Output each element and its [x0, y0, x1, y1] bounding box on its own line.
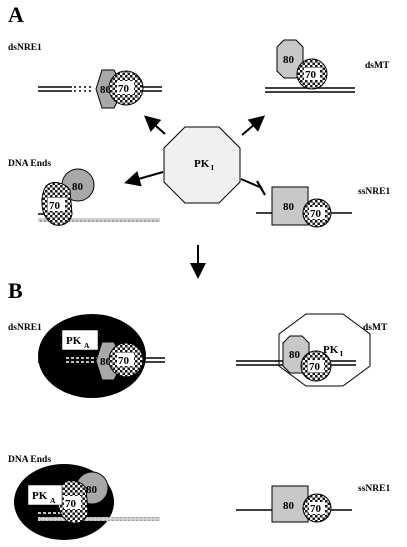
a-dsmt-label: dsMT	[365, 61, 390, 71]
a-dna-ends-label: DNA Ends	[8, 159, 51, 169]
b-dsnre1-ku80-label: 80	[100, 356, 112, 368]
a-dsnre1-ku80-label: 80	[100, 84, 112, 96]
b-dsnre1-pk-label-box	[61, 329, 99, 351]
b-dna-ends-group: DNA Ends 80 70 PK A	[8, 455, 160, 540]
panel-b-label: B	[8, 278, 23, 303]
b-dsnre1-ku70-label: 70	[118, 355, 130, 367]
a-ssnre1-group: ssNRE1 80 70	[256, 186, 390, 228]
a-dsnre1-dna	[38, 86, 162, 92]
a-pk-subscript: I	[211, 163, 214, 172]
b-dsmt-pk-subscript: I	[340, 349, 343, 358]
a-dsnre1-group: dsNRE1 80 70	[8, 43, 162, 109]
a-dna-ends-ku80-label: 80	[72, 181, 84, 193]
panel-a-label: A	[8, 2, 24, 27]
a-dsmt-ku70-label: 70	[305, 69, 317, 81]
a-dsnre1-label: dsNRE1	[8, 43, 42, 53]
a-pk-label: PK	[194, 158, 210, 170]
a-dsnre1-ku70-label: 70	[118, 83, 130, 95]
b-dna-ends-pk-label: PK	[32, 490, 48, 502]
b-dsmt-pk-label: PK	[323, 344, 339, 356]
b-dsmt-label: dsMT	[363, 323, 388, 333]
b-dna-ends-ku80-label: 80	[86, 484, 98, 496]
b-dsnre1-pk-subscript: A	[84, 341, 90, 350]
arrow-to-dna-ends	[124, 171, 164, 187]
a-ssnre1-ku80-label: 80	[283, 201, 295, 213]
b-dna-ends-pk-label-box	[27, 484, 63, 506]
a-dsmt-ku80-label: 80	[283, 54, 295, 66]
b-ssnre1-ku80	[271, 485, 309, 523]
b-dsnre1-group: dsNRE1 PK A 80 70	[8, 314, 165, 398]
a-dna-ends-group: DNA Ends 80 70	[8, 159, 160, 226]
b-dna-ends-pk-subscript: A	[50, 496, 56, 505]
b-dsmt-ku80-label: 80	[289, 349, 301, 361]
a-dsmt-group: dsMT 80 70	[265, 39, 390, 93]
b-ssnre1-ku80-label: 80	[283, 500, 295, 512]
b-dna-ends-ku70-label: 70	[65, 498, 77, 510]
a-ssnre1-label: ssNRE1	[358, 187, 390, 197]
b-dna-ends-label: DNA Ends	[8, 455, 51, 465]
a-arrows	[124, 115, 266, 196]
a-dsmt-ku80	[276, 39, 304, 79]
b-dna-ends-strand	[38, 517, 160, 521]
b-dsmt-group: dsMT PK I 80 70	[236, 313, 388, 387]
b-dsmt-ku70-label: 70	[309, 361, 321, 373]
a-dna-ends-ku70-label: 70	[49, 200, 61, 212]
b-ssnre1-label: ssNRE1	[358, 484, 390, 494]
inhibit-ssnre1	[240, 178, 263, 189]
b-dsnre1-label: dsNRE1	[8, 323, 42, 333]
b-ssnre1-group: ssNRE1 80 70	[236, 484, 390, 523]
arrow-to-dsnre1	[144, 115, 166, 135]
a-pk-inactive: PK I	[163, 126, 241, 204]
a-ssnre1-ku70-label: 70	[310, 208, 322, 220]
a-dna-ends-strand	[38, 218, 160, 222]
a-ssnre1-ku80	[271, 186, 309, 226]
b-dsnre1-pk-label: PK	[66, 335, 82, 347]
arrow-to-dsmt	[241, 115, 266, 136]
b-ssnre1-ku70-label: 70	[310, 503, 322, 515]
